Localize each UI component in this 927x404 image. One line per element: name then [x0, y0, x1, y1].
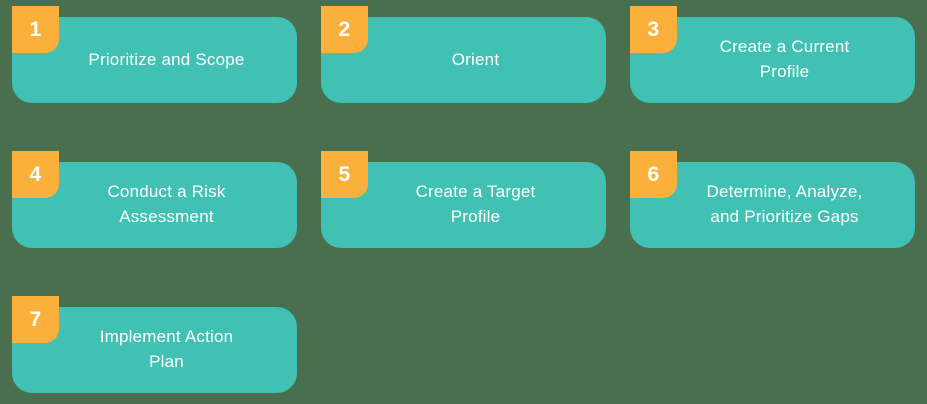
step-number-badge-2: 2 — [321, 6, 368, 53]
step-number-6: 6 — [647, 163, 660, 186]
grid-empty-slot-9 — [630, 307, 915, 393]
step-label-7: Implement Action Plan — [99, 327, 234, 371]
step-number-badge-1: 1 — [12, 6, 59, 53]
step-card-7[interactable]: 7 Implement Action Plan — [12, 296, 297, 393]
step-number-4: 4 — [29, 163, 42, 186]
step-label-3: Create a Current Profile — [719, 37, 850, 81]
step-number-1: 1 — [29, 18, 42, 41]
step-number-3: 3 — [647, 18, 660, 41]
step-number-badge-5: 5 — [321, 151, 368, 198]
step-number-badge-6: 6 — [630, 151, 677, 198]
step-number-2: 2 — [338, 18, 351, 41]
step-card-1[interactable]: 1 Prioritize and Scope — [12, 6, 297, 103]
step-card-3[interactable]: 3 Create a Current Profile — [630, 6, 915, 103]
grid-empty-slot-8 — [321, 307, 606, 393]
step-number-badge-4: 4 — [12, 151, 59, 198]
step-label-1: Prioritize and Scope — [88, 49, 245, 69]
steps-grid: 1 Prioritize and Scope 2 Orient 3 Create… — [12, 6, 915, 393]
step-card-6[interactable]: 6 Determine, Analyze, and Prioritize Gap… — [630, 151, 915, 248]
step-label-6: Determine, Analyze, and Prioritize Gaps — [706, 182, 863, 226]
step-card-2[interactable]: 2 Orient — [321, 6, 606, 103]
step-card-4[interactable]: 4 Conduct a Risk Assessment — [12, 151, 297, 248]
step-number-badge-3: 3 — [630, 6, 677, 53]
step-number-5: 5 — [338, 163, 351, 186]
step-card-5[interactable]: 5 Create a Target Profile — [321, 151, 606, 248]
step-label-4: Conduct a Risk Assessment — [107, 182, 226, 226]
step-number-7: 7 — [29, 308, 42, 331]
step-label-5: Create a Target Profile — [415, 182, 536, 226]
step-label-2: Orient — [451, 49, 500, 69]
step-number-badge-7: 7 — [12, 296, 59, 343]
